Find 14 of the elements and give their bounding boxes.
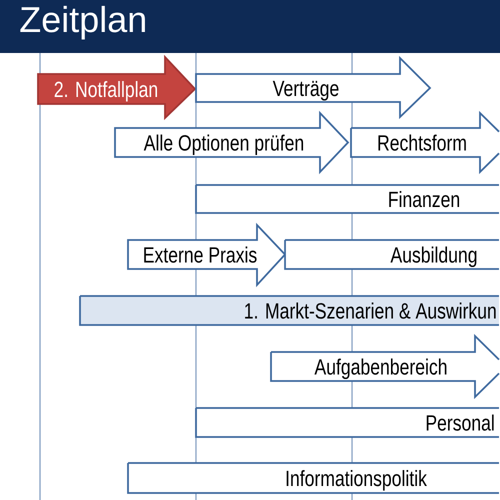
timeline-task: 2. Notfallplan xyxy=(37,54,196,120)
title-banner: Zeitplan xyxy=(0,0,500,53)
timeline-task: Rechtsform xyxy=(350,110,500,174)
timeline-bar: Informationspolitik xyxy=(127,462,500,494)
timeline-bar: Finanzen xyxy=(195,184,500,214)
timeline-task: Alle Optionen prüfen xyxy=(114,110,350,174)
node-label: Aufgabenbereich xyxy=(314,358,446,380)
timeline-bar: Ausbildung xyxy=(284,239,500,270)
timeline-task: Verträge xyxy=(195,56,432,120)
timeline-task: Aufgabenbereich xyxy=(270,334,500,400)
timeline-bar: 1. Markt-Szenarien & Auswirkun xyxy=(79,295,500,326)
timeline-bar: Personal xyxy=(195,407,500,438)
node-label: Rechtsform xyxy=(378,134,466,151)
timeline-task: Externe Praxis xyxy=(127,222,286,288)
